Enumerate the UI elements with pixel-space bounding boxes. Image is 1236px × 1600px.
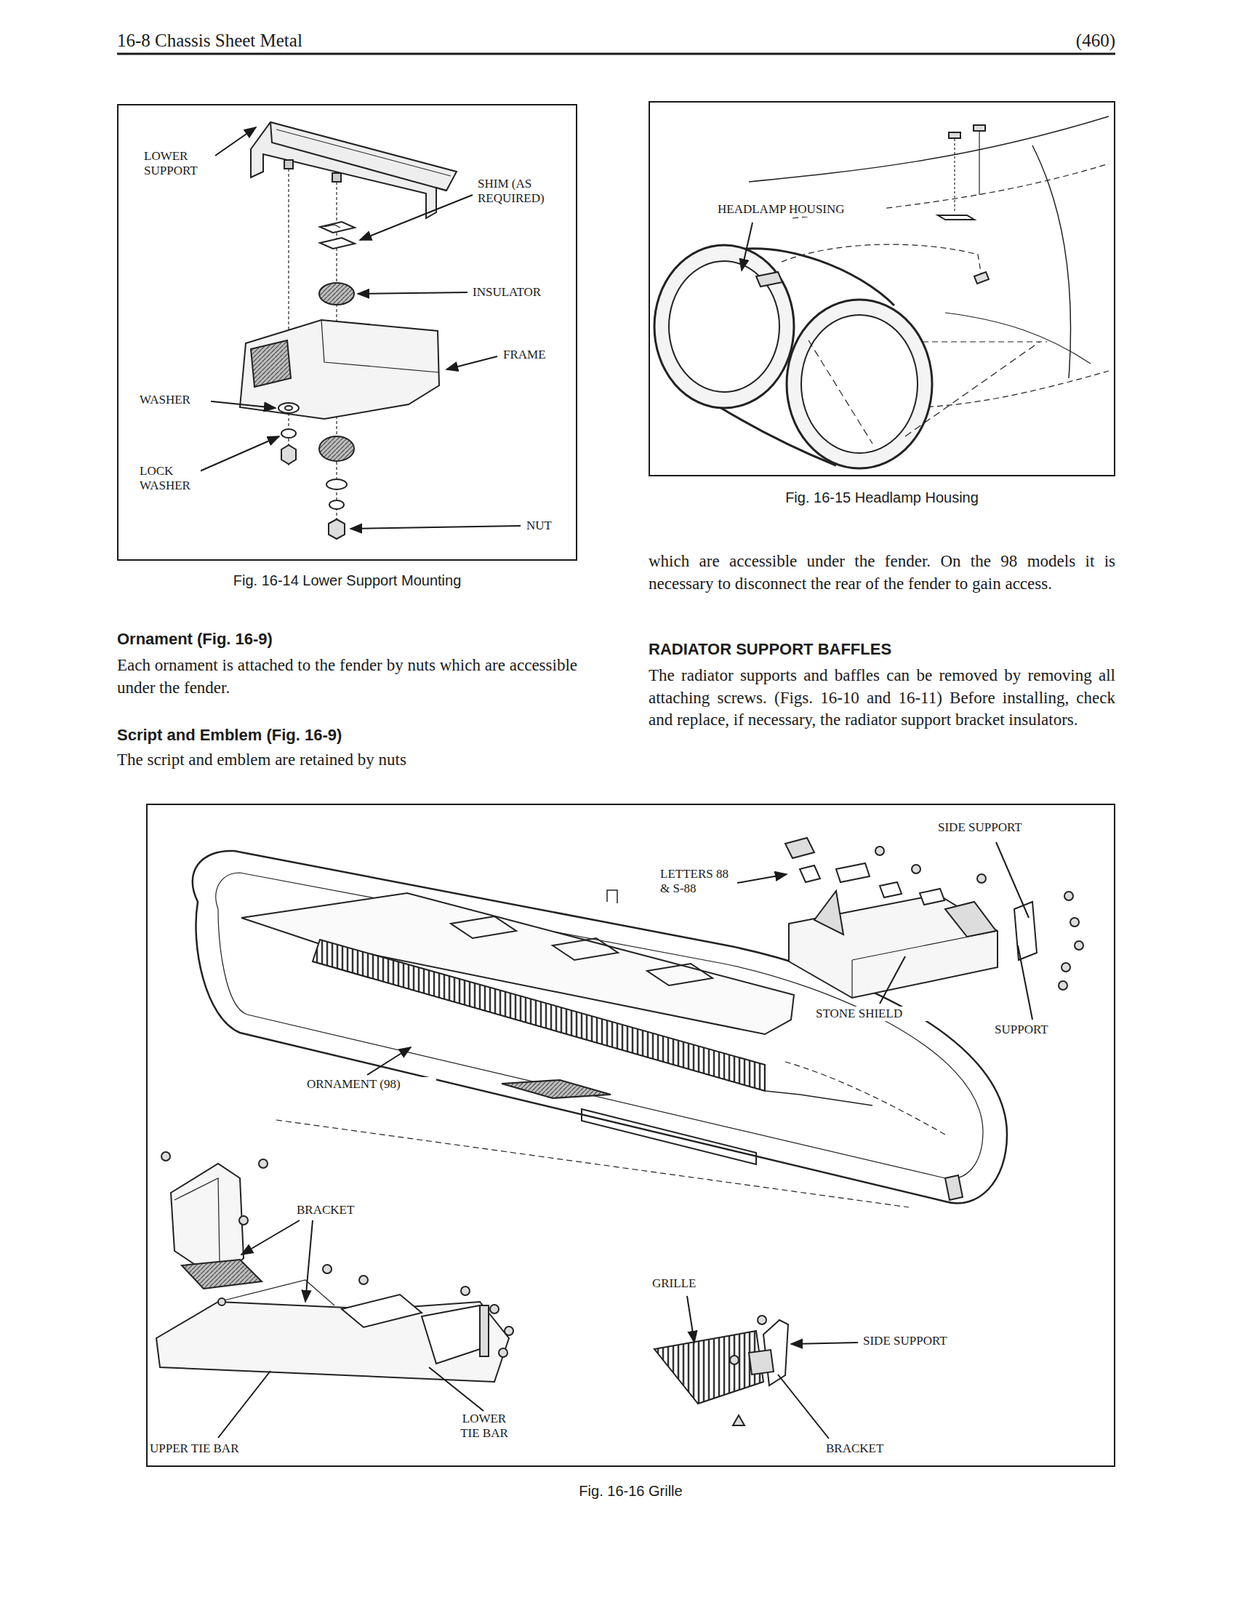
part-label: LOWER TIE BAR	[450, 1411, 518, 1441]
leader-lines	[196, 127, 521, 529]
body-text: Each ornament is attached to the fender …	[117, 654, 578, 699]
section-heading: RADIATOR SUPPORT BAFFLES	[648, 639, 1116, 659]
body-text: The script and emblem are retained by nu…	[117, 748, 578, 772]
part-label: SIDE SUPPORT	[861, 1333, 993, 1348]
part-label: LOWER SUPPORT	[142, 149, 212, 179]
page-header: 16-8 Chassis Sheet Metal	[117, 30, 496, 51]
part-label: NUT	[524, 518, 569, 533]
figure-caption: Fig. 16-14 Lower Support Mounting	[118, 572, 576, 589]
part-label: LOCK WASHER	[138, 463, 201, 493]
headlamp-housing-drawing	[654, 116, 1109, 469]
figure-frame: Fig. 16-16 Grille	[146, 803, 1116, 1467]
lower-support-drawing	[239, 122, 457, 539]
leader-lines	[218, 841, 1033, 1439]
part-label: WASHER	[138, 392, 211, 408]
leader-lines	[741, 222, 753, 271]
part-label: SHIM (AS REQUIRED)	[476, 176, 563, 206]
page-number: (460)	[1017, 30, 1116, 51]
part-label: BRACKET	[295, 1202, 383, 1218]
figure-caption: Fig. 16-16 Grille	[147, 1482, 1114, 1500]
part-label: BRACKET	[824, 1441, 912, 1456]
body-text: The radiator supports and baffles can be…	[648, 664, 1116, 732]
body-text: which are accessible under the fender. O…	[648, 550, 1116, 595]
part-label: SUPPORT	[993, 1022, 1081, 1037]
section-heading: Script and Emblem (Fig. 16-9)	[117, 725, 578, 745]
part-label: GRILLE	[650, 1275, 724, 1291]
part-label: UPPER TIE BAR	[148, 1441, 280, 1456]
part-label: FRAME	[501, 347, 568, 363]
section-heading: Ornament (Fig. 16-9)	[117, 629, 578, 649]
part-label: STONE SHIELD	[814, 1006, 946, 1021]
header-rule	[117, 53, 1116, 56]
part-label: ORNAMENT (98)	[305, 1076, 437, 1092]
part-label: INSULATOR	[471, 285, 566, 300]
part-label: LETTERS 88 & S-88	[658, 866, 736, 896]
figure-caption: Fig. 16-15 Headlamp Housing	[649, 489, 1114, 507]
part-label: SIDE SUPPORT	[936, 820, 1082, 835]
grille-drawing	[156, 837, 1084, 1426]
figure-frame: Fig. 16-15 Headlamp Housing	[648, 101, 1116, 477]
part-label: HEADLAMP HOUSING	[716, 202, 884, 217]
